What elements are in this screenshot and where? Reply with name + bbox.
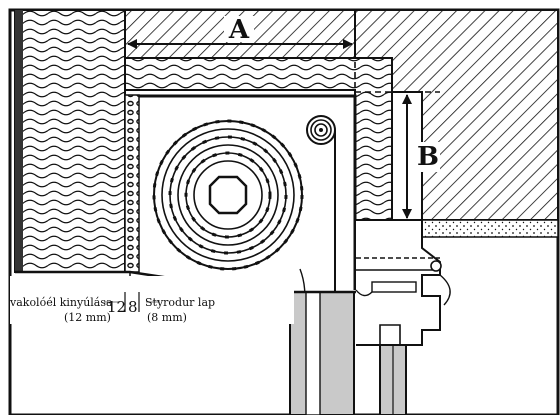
num-12: 12 — [107, 298, 126, 316]
shutter-coil — [152, 119, 304, 271]
dimension-b-label-bg — [416, 142, 440, 172]
num-8: 8 — [128, 298, 138, 316]
left-note: vakolóél kinyúlása — [9, 296, 113, 309]
left-wall — [14, 9, 126, 273]
dimension-a-label: A — [228, 15, 250, 45]
left-wall-plaster — [15, 10, 23, 272]
window-frame-profile — [355, 219, 451, 346]
left-note-sub: (12 mm) — [64, 311, 111, 324]
strap-spiral — [306, 115, 336, 145]
annotation-backdrop — [10, 276, 294, 324]
plaster-strip — [421, 219, 559, 238]
styrodur-strip — [124, 94, 140, 273]
right-note-sub: (8 mm) — [147, 311, 187, 324]
right-note: Styrodur lap — [145, 296, 215, 309]
dimension-b-label: B — [417, 142, 439, 172]
dimension-a-label-bg — [224, 16, 254, 42]
jamb-inner-slot — [305, 291, 321, 415]
grey-jamb — [289, 291, 355, 415]
